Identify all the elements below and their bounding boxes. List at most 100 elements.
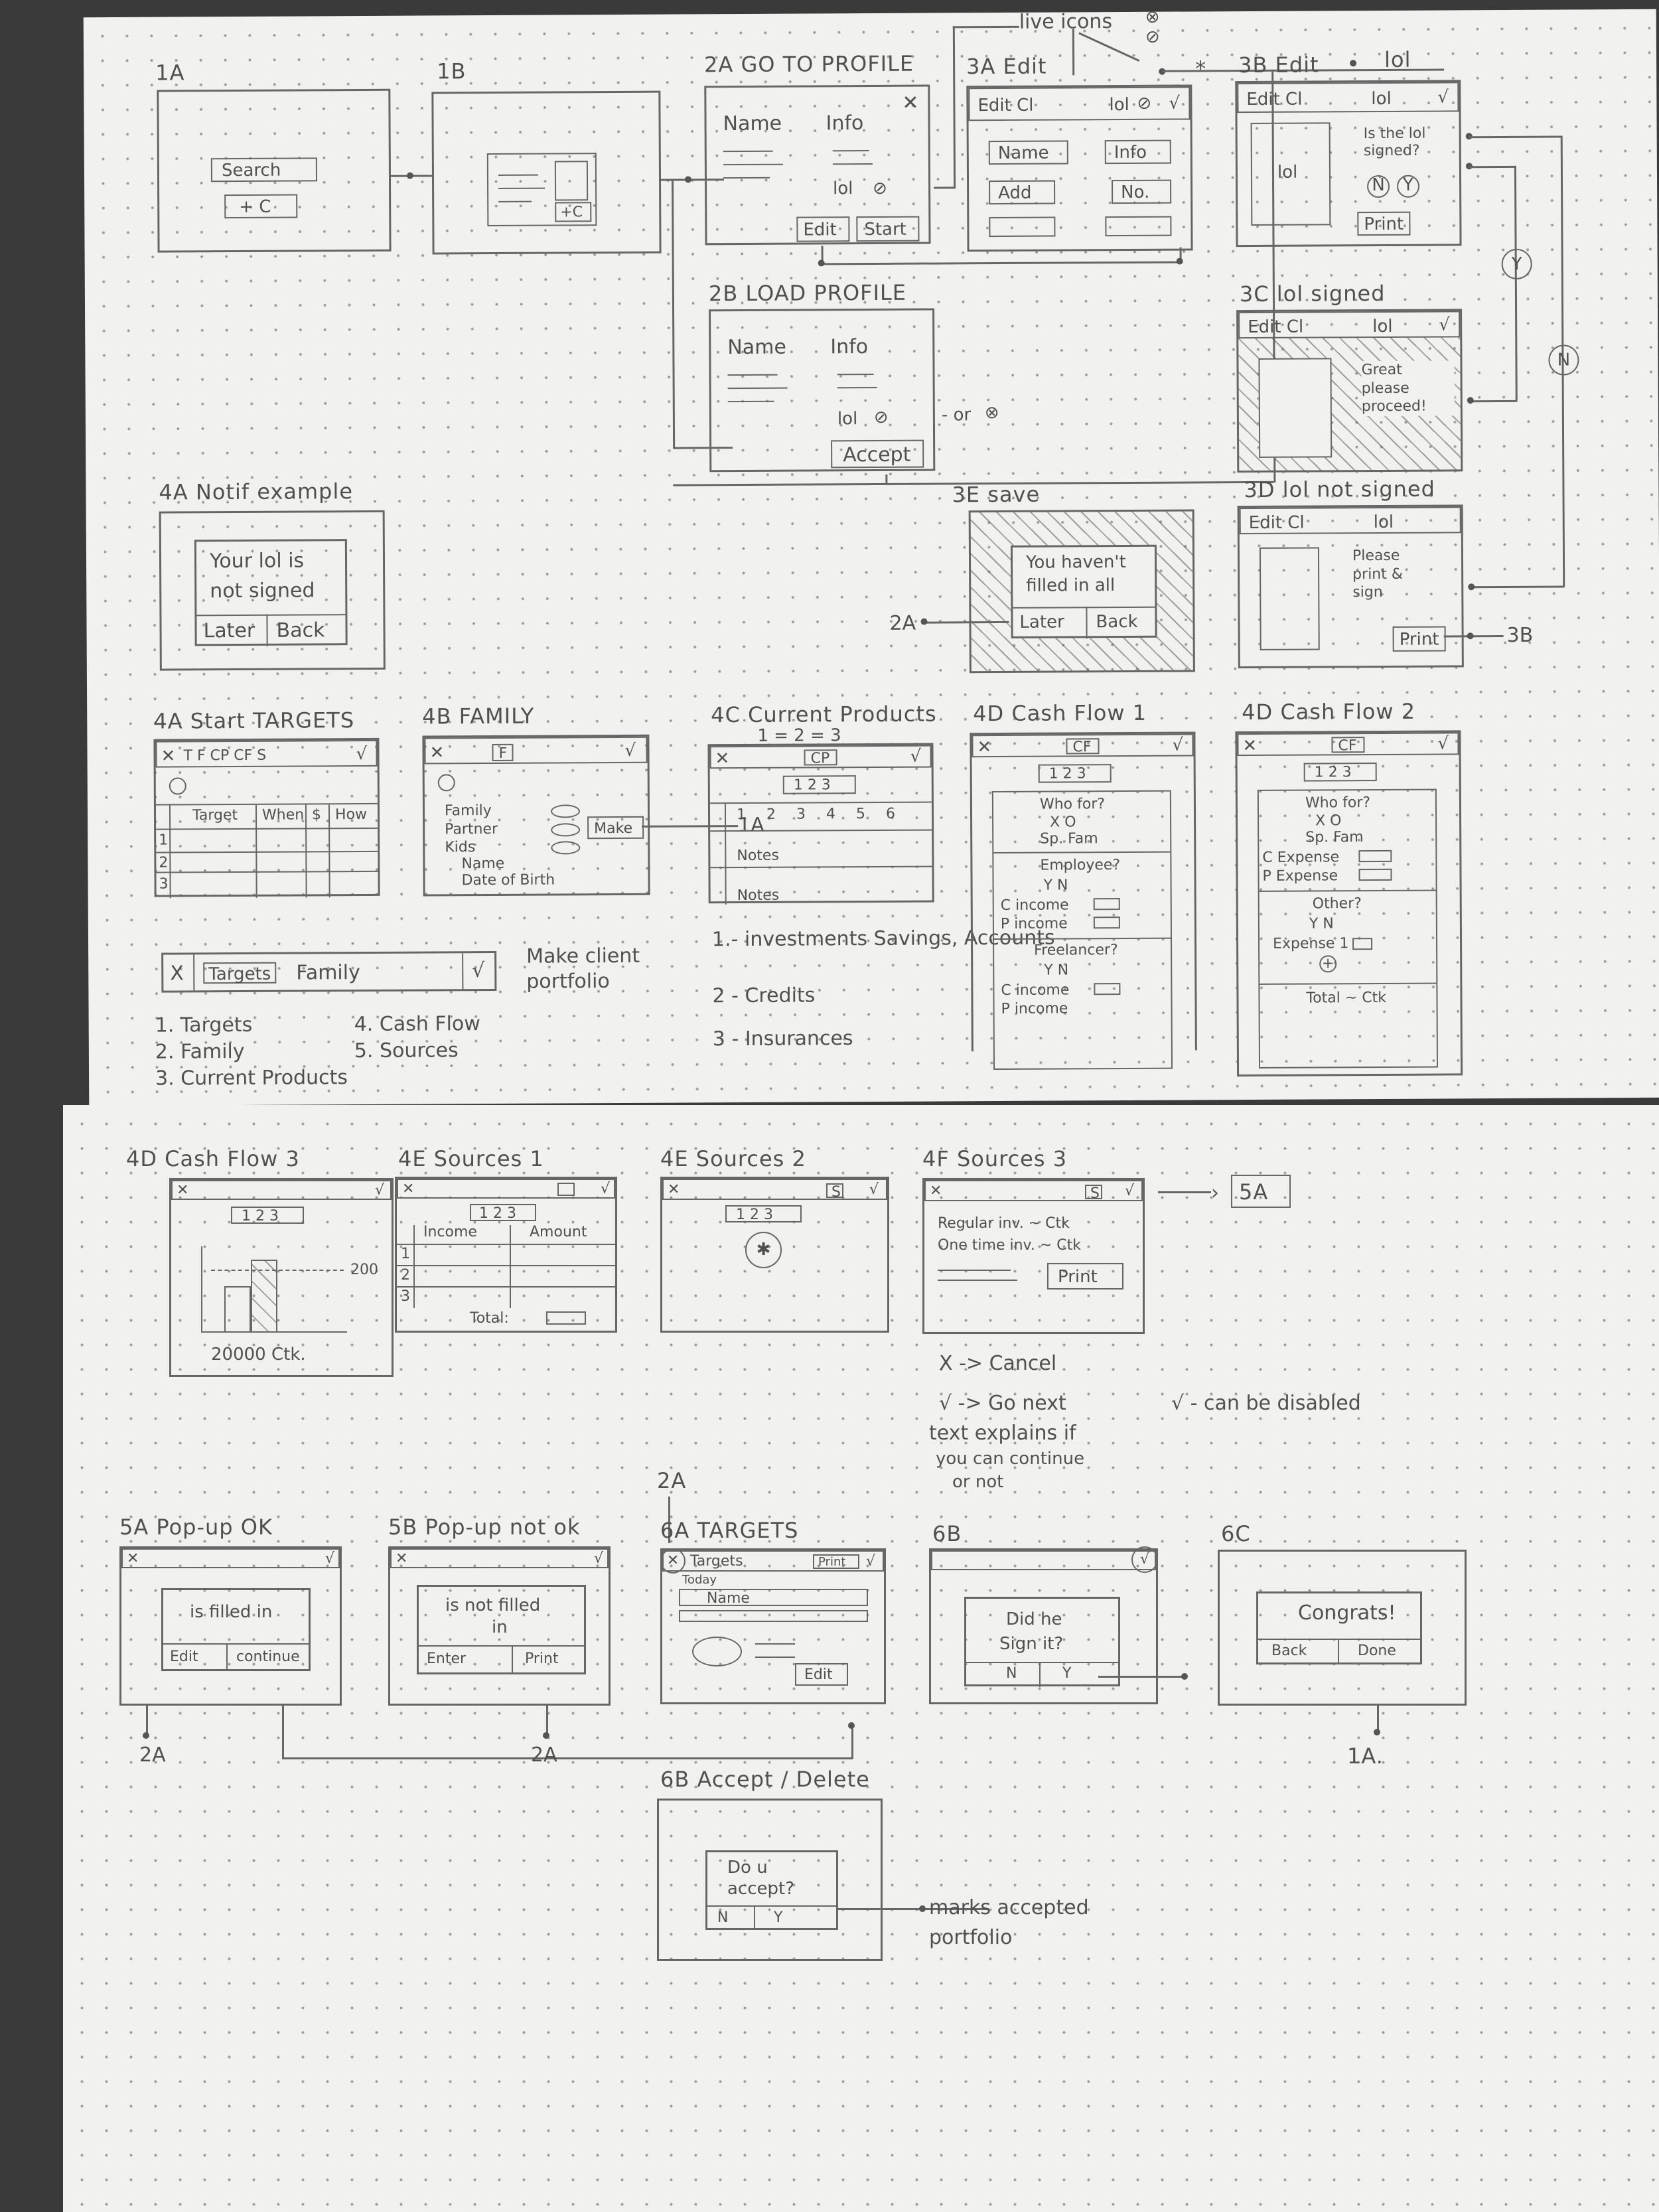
add-expense-icon[interactable]: + [1319,955,1337,973]
tab-sources[interactable]: S [826,1183,843,1200]
step-indicator[interactable]: 1 2 3 [470,1204,536,1221]
add-field[interactable]: Add [989,180,1056,205]
make-portfolio-button[interactable]: Make [587,816,644,840]
check-icon[interactable]: √ [1437,733,1449,754]
close-icon[interactable]: ✕ [902,91,919,115]
step-indicator[interactable]: 1 2 3 [782,775,856,794]
tab-cash-flow[interactable]: CF [1331,737,1365,754]
tab-family[interactable]: F [492,743,514,762]
tab-edit-client[interactable]: Edit Cl [1248,317,1304,338]
number-field[interactable]: No. [1112,179,1172,204]
close-icon[interactable]: ✕ [715,749,730,769]
search-field[interactable]: Search [210,157,318,183]
tab-edit-client[interactable]: Edit Cl [1248,512,1305,534]
yes-option[interactable]: Y [1396,175,1420,198]
tab-edit-client[interactable]: Edit Cl [977,95,1034,116]
close-icon[interactable]: ✕ [930,1183,942,1199]
close-icon[interactable]: ✕ [1242,735,1258,757]
other-yn[interactable]: Y N [1309,915,1334,932]
wizard-tabs[interactable]: T F CP CF S [183,747,267,765]
check-icon[interactable]: √ [325,1550,335,1567]
tab-targets[interactable]: Targets [203,962,277,984]
print-button[interactable]: Print [1357,211,1411,236]
close-icon[interactable]: ✕ [161,746,176,767]
yes-button[interactable]: Y [774,1909,783,1926]
empty-field[interactable] [1105,216,1172,237]
close-icon[interactable]: ✕ [429,743,445,763]
tab-current-products[interactable]: CP [804,749,837,767]
accept-button[interactable]: Accept [831,439,924,469]
expense-field[interactable] [1352,938,1373,950]
check-icon[interactable]: √ [472,959,485,983]
step-indicator[interactable]: 1 2 3 [1038,764,1112,783]
p-income-field[interactable] [1093,917,1120,929]
close-icon[interactable]: ✕ [402,1181,415,1197]
c-income-field[interactable] [1093,898,1120,911]
check-icon[interactable]: √ [1439,315,1450,335]
check-icon[interactable]: √ [1131,1546,1158,1573]
edit-button[interactable]: Edit [795,1663,848,1686]
target-row[interactable]: Name [679,1589,868,1606]
check-icon[interactable]: √ [356,743,368,765]
check-icon[interactable]: √ [375,1182,385,1199]
close-icon[interactable]: ✕ [127,1550,139,1567]
c-income-field[interactable] [1094,983,1121,995]
check-icon[interactable]: √ [1437,87,1449,108]
tab-edit-client[interactable]: Edit Cl [1246,89,1303,110]
c-expense-field[interactable] [1358,849,1392,863]
back-button[interactable]: Back [1096,611,1138,632]
kids-toggle[interactable] [551,841,581,855]
check-icon[interactable]: √ [910,746,922,767]
tab-targets[interactable]: Targets [690,1553,743,1570]
who-for-options[interactable]: X O [1050,814,1076,831]
tab-family[interactable]: Family [296,961,360,985]
print-button[interactable]: Print [1392,626,1446,652]
close-icon[interactable]: X [170,962,184,986]
start-button[interactable]: Start [856,216,920,242]
step-indicator[interactable]: 1 2 3 [1303,763,1377,782]
yes-button[interactable]: Y [1062,1665,1072,1682]
print-button[interactable]: Print [813,1554,859,1569]
tab-sources[interactable]: S [1085,1185,1102,1201]
p-expense-field[interactable] [1358,868,1392,881]
check-icon[interactable]: √ [624,740,636,761]
edit-button[interactable]: Edit [796,216,850,242]
add-client-button[interactable]: +C [555,202,592,222]
back-button[interactable]: Back [276,619,325,642]
print-button[interactable]: Print [1047,1263,1123,1290]
close-icon[interactable]: ✕ [977,737,992,758]
close-icon[interactable]: ✕ [668,1181,680,1198]
check-icon[interactable]: √ [594,1550,604,1567]
no-button[interactable]: N [717,1909,729,1926]
print-button[interactable]: Print [525,1651,559,1667]
check-icon[interactable]: √ [866,1553,876,1570]
check-icon[interactable]: √ [601,1181,611,1197]
check-icon[interactable]: √ [869,1181,879,1198]
tab-cash-flow[interactable]: CF [1066,738,1100,755]
check-icon[interactable]: √ [1172,735,1184,755]
no-button[interactable]: N [1006,1665,1017,1682]
step-indicator[interactable]: 1 2 3 [725,1205,802,1222]
name-field[interactable]: Name [988,140,1068,165]
enter-button[interactable]: Enter [427,1651,467,1667]
tab-sources[interactable] [557,1183,575,1196]
done-button[interactable]: Done [1358,1643,1396,1659]
check-icon[interactable]: √ [1125,1183,1135,1199]
who-for-options[interactable]: X O [1315,812,1342,830]
info-field[interactable]: Info [1104,139,1171,165]
check-icon[interactable]: √ [1169,93,1181,113]
continue-button[interactable]: continue [236,1649,300,1665]
add-client-button[interactable]: + C [224,194,298,219]
edit-button[interactable]: Edit [170,1649,198,1665]
total-field[interactable] [546,1311,586,1325]
no-option[interactable]: N [1366,175,1390,198]
close-icon[interactable]: ✕ [177,1182,189,1199]
target-row[interactable] [679,1610,868,1622]
freelancer-yn[interactable]: Y N [1044,962,1069,979]
back-button[interactable]: Back [1271,1643,1307,1659]
employee-yn[interactable]: Y N [1043,877,1068,894]
later-button[interactable]: Later [203,619,255,643]
family-toggle[interactable] [550,804,581,818]
close-icon[interactable]: ✕ [396,1550,408,1567]
later-button[interactable]: Later [1019,612,1064,632]
